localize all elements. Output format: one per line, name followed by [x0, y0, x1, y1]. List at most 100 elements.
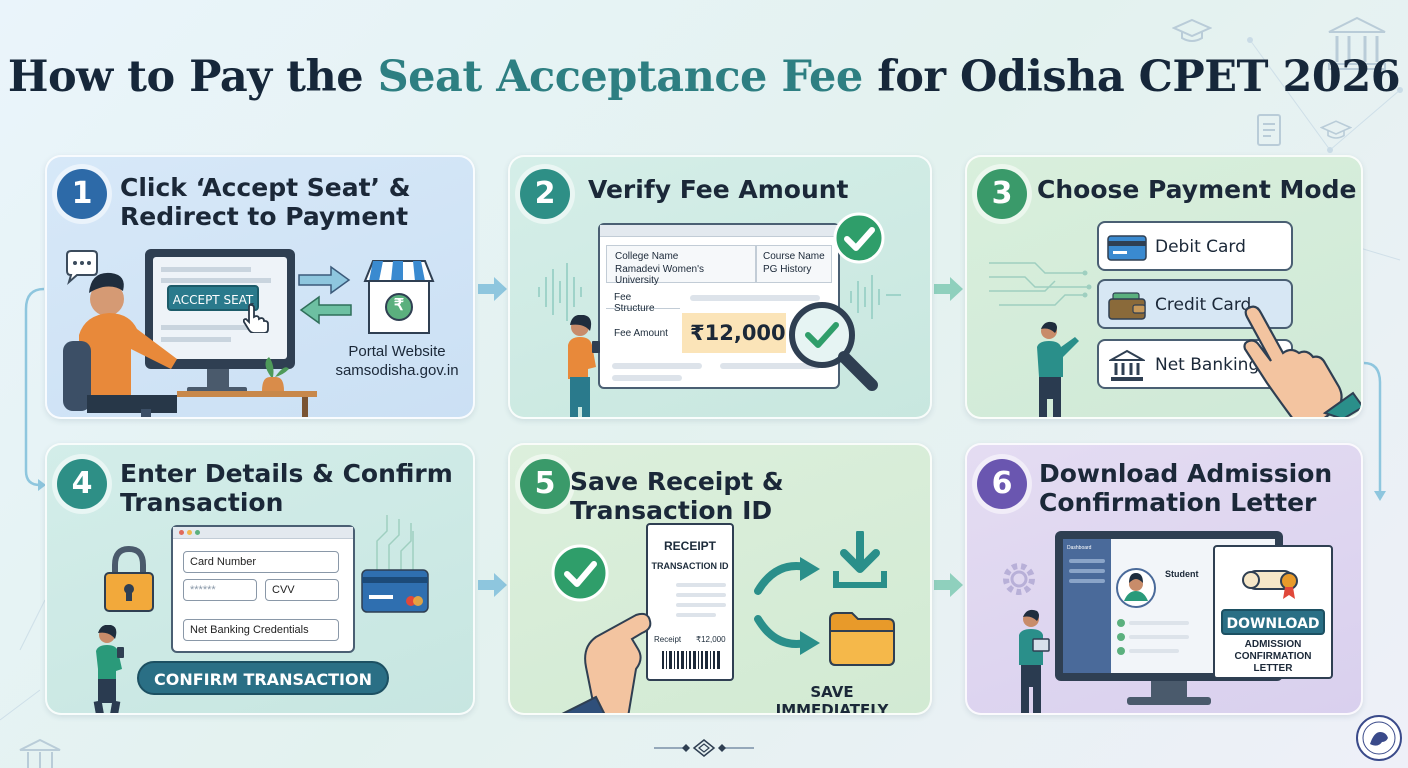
save-immediately-note: SAVE IMMEDIATELY: [775, 683, 889, 715]
document-icon: [1257, 114, 1281, 146]
letter-label-line-1: ADMISSION: [1244, 639, 1302, 650]
step-card-1: 1 Click ‘Accept Seat’ & Redirect to Paym…: [45, 155, 475, 419]
college-name-value: Ramadevi Women's University: [615, 264, 704, 286]
circuit-lines-decoration-4: [376, 515, 414, 571]
step-title-6: Download Admission Confirmation Letter: [1039, 459, 1332, 517]
step-badge-3: 3: [977, 169, 1027, 219]
step-title-1: Click ‘Accept Seat’ & Redirect to Paymen…: [120, 173, 411, 231]
college-name-header: College Name: [615, 251, 679, 262]
course-name-value: PG History: [763, 264, 812, 275]
portal-store-icon: [363, 260, 435, 334]
woman-with-phone-illustration-4: [93, 625, 124, 713]
student-label: Student: [1165, 569, 1199, 579]
title-part-1: How to Pay the: [7, 52, 378, 102]
graduation-cap-icon: [1172, 18, 1212, 42]
user-at-computer-illustration: [63, 249, 317, 417]
monitor-stand: [1151, 681, 1187, 699]
step-badge-4: 4: [57, 459, 107, 509]
padlock-icon: [104, 545, 154, 612]
pointing-hand-icon: [1243, 305, 1361, 417]
step-card-5: 5 Save Receipt & Transaction ID RECEIPT …: [508, 443, 932, 715]
credit-card-icon: [361, 569, 429, 613]
letter-label-line-3: LETTER: [1253, 663, 1293, 674]
college-name-cell: College Name Ramadevi Women's University: [606, 245, 756, 286]
net-banking-label: Net Banking: [1155, 355, 1260, 375]
sound-wave-decoration: [538, 263, 582, 321]
step-badge-6: 6: [977, 459, 1027, 509]
flow-connector-left: [24, 287, 46, 491]
flow-arrow-5-6: [934, 573, 963, 597]
rupee-symbol: ₹: [393, 297, 405, 314]
page-title: How to Pay the Seat Acceptance Fee for O…: [0, 52, 1408, 102]
flow-connector-right: [1363, 361, 1386, 501]
step-card-4: 4 Enter Details & Confirm Transaction Ca…: [45, 443, 475, 715]
step-badge-5: 5: [520, 459, 570, 509]
portal-label: Portal Website: [348, 343, 446, 360]
step-title-6-line-2: Confirmation Letter: [1039, 488, 1317, 517]
man-pointing-illustration: [1037, 321, 1079, 417]
hand-cursor-icon: [243, 303, 269, 333]
step-card-6: 6 Download Admission Confirmation Letter…: [965, 443, 1363, 715]
letter-label-line-2: CONFIRMATION: [1234, 651, 1312, 662]
download-button[interactable]: DOWNLOAD: [1221, 609, 1325, 635]
sound-wave-decoration-right: [850, 275, 901, 319]
accept-seat-button[interactable]: ACCEPT SEAT: [167, 285, 259, 311]
flow-arrow-4-5: [478, 573, 507, 597]
receipt-paper: RECEIPT TRANSACTION ID Receipt ₹12,000: [646, 523, 734, 681]
wallet-icon: [1108, 292, 1146, 320]
graduation-cap-small-icon: [1320, 120, 1352, 139]
step-card-2: 2 Verify Fee Amount College Name Ramadev…: [508, 155, 932, 419]
step-title-5: Save Receipt & Transaction ID: [570, 467, 784, 525]
student-avatar: [1116, 568, 1156, 608]
debit-card-label: Debit Card: [1155, 237, 1246, 257]
payment-option-debit-card[interactable]: Debit Card: [1097, 221, 1293, 271]
verified-check-icon: [833, 212, 885, 264]
flow-arrow-1-2: [478, 277, 507, 301]
government-emblem-icon: [1356, 715, 1402, 761]
step-title-4: Enter Details & Confirm Transaction: [120, 459, 453, 517]
step-badge-1: 1: [57, 169, 107, 219]
bottom-ornament: [654, 739, 754, 757]
course-name-cell: Course Name PG History: [756, 245, 832, 283]
fee-details-window: College Name Ramadevi Women's University…: [598, 223, 840, 389]
fee-amount-label: Fee Amount: [614, 328, 668, 339]
course-name-header: Course Name: [763, 251, 825, 262]
transaction-id-label: TRANSACTION ID: [651, 561, 729, 571]
confirm-transaction-button[interactable]: CONFIRM TRANSACTION: [137, 661, 389, 695]
receipt-amount: ₹12,000: [696, 635, 726, 644]
step-title-4-line-1: Enter Details & Confirm: [120, 459, 453, 488]
credit-card-label: Credit Card: [1155, 295, 1252, 315]
title-accent: Seat Acceptance Fee: [377, 52, 864, 102]
step-card-3: 3 Choose Payment Mode Debit Card Credit …: [965, 155, 1363, 419]
diploma-scroll-icon: [1242, 570, 1298, 599]
monitor-base: [1127, 697, 1211, 705]
curved-arrows-icon: [754, 557, 820, 655]
title-part-2: for Odisha CPET 2026: [862, 52, 1401, 102]
flow-arrow-2-3: [934, 277, 963, 301]
step-title-4-line-2: Transaction: [120, 488, 284, 517]
card-number-input[interactable]: Card Number: [183, 551, 339, 573]
university-building-icon: [1328, 16, 1386, 70]
building-bottom-left-icon: [19, 738, 61, 768]
download-icon: [833, 531, 887, 588]
gear-icon: [1003, 563, 1035, 595]
cvv-input[interactable]: CVV: [265, 579, 339, 601]
step-title-1-line-1: Click ‘Accept Seat’ &: [120, 173, 411, 202]
success-check-icon: [551, 544, 609, 602]
debit-card-icon: [1107, 235, 1147, 261]
step-badge-2: 2: [520, 169, 570, 219]
bank-icon: [1109, 349, 1145, 381]
man-with-tablet-illustration: [1019, 609, 1050, 713]
dashboard-label: Dashboard: [1067, 545, 1092, 551]
hand-holding-receipt-illustration: [561, 612, 652, 713]
expiry-input[interactable]: ******: [183, 579, 257, 601]
redirect-arrows-icon: [298, 265, 352, 325]
fee-amount-value: ₹12,000: [682, 313, 786, 353]
circuit-lines-decoration: [989, 262, 1092, 306]
portal-url[interactable]: samsodisha.gov.in: [335, 362, 459, 379]
step-title-3: Choose Payment Mode: [1037, 175, 1357, 204]
step-title-6-line-1: Download Admission: [1039, 459, 1333, 488]
net-banking-credentials-input[interactable]: Net Banking Credentials: [183, 619, 339, 641]
admission-letter-label: ADMISSION CONFIRMATION LETTER: [1217, 639, 1329, 675]
magnifier-check-icon: [789, 302, 878, 391]
